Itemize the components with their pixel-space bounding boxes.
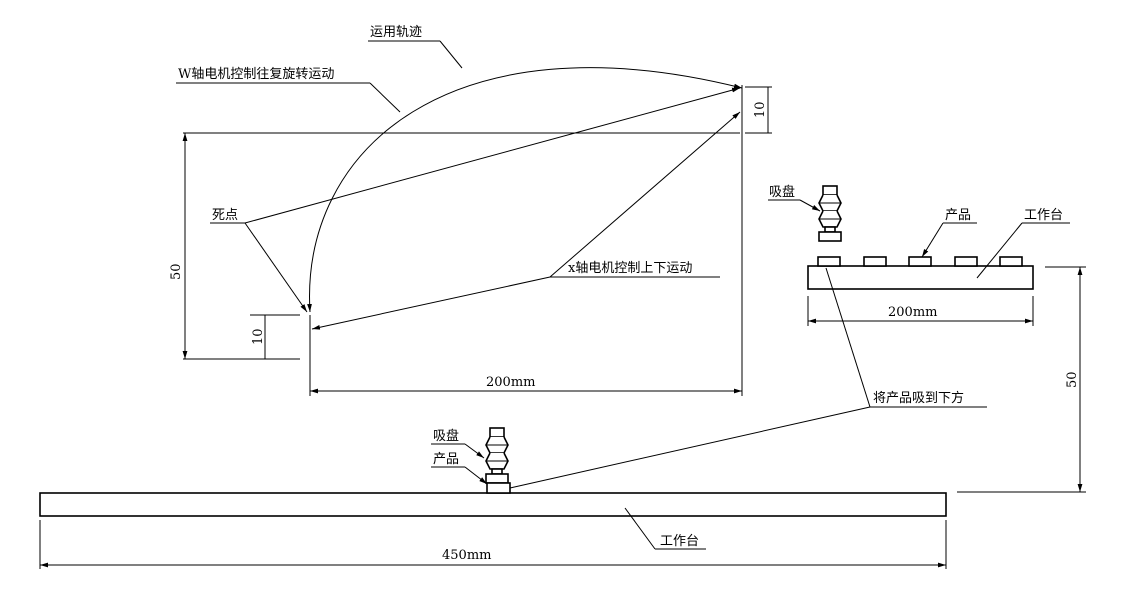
right-station: 吸盘 产品 工作台 200mm 50 将产品吸到下方 — [509, 184, 1086, 493]
label-trajectory: 运用轨迹 — [370, 25, 422, 40]
product — [863, 256, 887, 267]
product — [908, 256, 932, 267]
dim-top-offset-right: 10 — [753, 101, 768, 118]
product — [486, 482, 511, 494]
motion-diagram: 50 200mm 10 10 运用轨迹 W轴电机控制往复旋转运动 死点 x轴电机… — [169, 25, 772, 396]
suction-cup-icon — [485, 427, 509, 484]
label-product-right: 产品 — [945, 208, 971, 223]
label-suction-cup-right: 吸盘 — [769, 184, 795, 200]
label-suction-cup-bottom: 吸盘 — [433, 428, 459, 444]
workbench-right — [807, 265, 1034, 290]
label-suck-product: 将产品吸到下方 — [873, 390, 964, 406]
bottom-station: 吸盘 产品 工作台 450mm — [39, 427, 947, 569]
label-product-bottom: 产品 — [433, 452, 459, 467]
suction-cup-icon — [818, 185, 842, 242]
dim-top-offset-left: 10 — [251, 328, 266, 345]
product — [954, 256, 978, 267]
dim-bottom-width: 450mm — [442, 548, 491, 563]
dim-top-width: 200mm — [486, 375, 535, 390]
trajectory-arc — [307, 67, 743, 313]
label-workbench-bottom: 工作台 — [660, 534, 699, 549]
dim-right-height: 50 — [1065, 371, 1080, 388]
label-dead-point: 死点 — [212, 208, 238, 223]
label-w-axis: W轴电机控制往复旋转运动 — [178, 67, 334, 82]
label-x-axis: x轴电机控制上下运动 — [568, 261, 692, 276]
dim-right-width: 200mm — [888, 305, 937, 320]
product — [999, 256, 1023, 267]
product — [817, 256, 841, 267]
dim-top-height: 50 — [169, 263, 184, 280]
workbench-bottom — [39, 492, 947, 517]
label-workbench-right: 工作台 — [1024, 208, 1063, 223]
